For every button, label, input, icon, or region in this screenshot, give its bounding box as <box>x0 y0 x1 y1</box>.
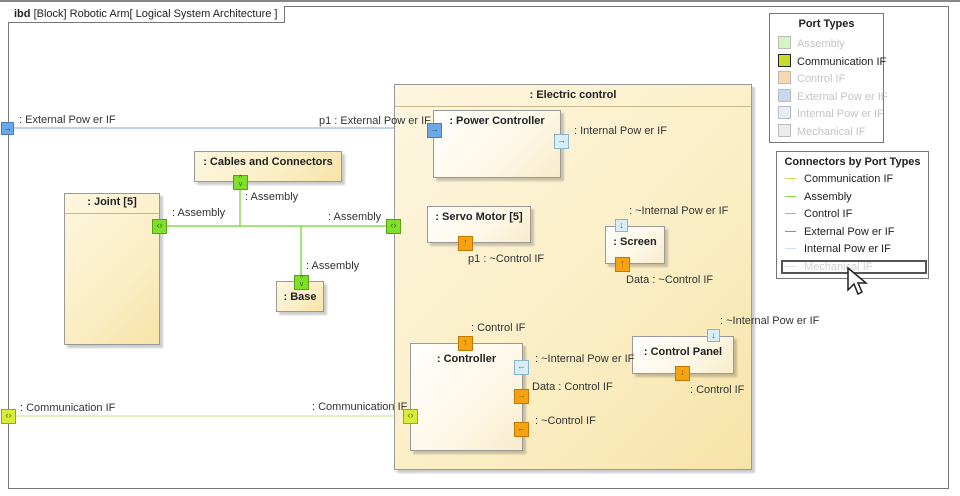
window-top-border <box>0 0 960 2</box>
legend-connector-item[interactable]: Communication IF <box>785 172 893 186</box>
label-screen-control: Data : ~Control IF <box>626 274 714 286</box>
port-control-panel[interactable]: ↓ <box>675 366 690 381</box>
legend-connector-line-icon <box>785 230 796 232</box>
block-screen-title: : Screen <box>613 236 657 248</box>
label-external-power-pc: p1 : External Pow er IF <box>319 115 431 127</box>
port-external-power-pc[interactable]: → <box>427 123 442 138</box>
block-joint[interactable]: : Joint [5] <box>64 193 160 345</box>
legend-port-type-label: External Pow er IF <box>797 90 888 103</box>
port-control-controller-tilde[interactable]: ← <box>514 422 529 437</box>
port-communication-controller[interactable]: ‹› <box>403 409 418 424</box>
legend-connector-label: Communication IF <box>804 173 894 185</box>
legend-connector-label: External Pow er IF <box>804 225 895 238</box>
block-control-panel-title: : Control Panel <box>643 346 723 358</box>
diagram-kind: ibd <box>14 8 31 20</box>
port-communication-outer[interactable]: ‹› <box>1 409 16 424</box>
legend-port-type-item[interactable]: Assembly <box>778 36 845 50</box>
block-servo-motor[interactable]: : Servo Motor [5] <box>427 206 531 243</box>
legend-connector-line-icon <box>785 265 796 267</box>
port-assembly-cables[interactable]: ^v <box>233 175 248 190</box>
block-base[interactable]: : Base <box>276 281 324 312</box>
label-assembly-cables: : Assembly <box>245 191 299 203</box>
diagram-title: [Block] Robotic Arm[ Logical System Arch… <box>33 8 278 20</box>
block-cables-connectors-title: : Cables and Connectors <box>203 156 333 168</box>
legend-connector-label: Assembly <box>804 190 852 203</box>
port-internal-power-controller[interactable]: ← <box>514 360 529 375</box>
port-control-servo[interactable]: ↑ <box>458 236 473 251</box>
block-controller-title: : Controller <box>436 353 497 365</box>
legend-connectors: Connectors by Port Types Communication I… <box>776 151 929 279</box>
block-electric-control[interactable]: : Electric control <box>394 84 752 470</box>
block-base-title: : Base <box>283 291 317 303</box>
port-internal-power-screen[interactable]: ↓ <box>615 219 628 232</box>
label-communication-outer: : Communication IF <box>20 402 116 414</box>
block-joint-title: : Joint [5] <box>65 194 159 214</box>
label-internal-power-panel: : ~Internal Pow er IF <box>720 315 820 327</box>
legend-connector-item[interactable]: External Pow er IF <box>785 225 894 239</box>
legend-connector-label: Mechanical IF <box>804 260 873 273</box>
block-servo-motor-title: : Servo Motor [5] <box>435 211 523 223</box>
legend-connector-label: Control IF <box>804 208 853 220</box>
label-controller-control-top: : Control IF <box>471 322 526 334</box>
legend-swatch <box>778 53 791 67</box>
legend-connectors-title: Connectors by Port Types <box>784 156 921 168</box>
legend-connector-line-icon <box>785 178 796 179</box>
legend-port-type-item[interactable]: Control IF <box>778 71 845 85</box>
legend-swatch <box>778 106 791 119</box>
label-communication-inner: : Communication IF <box>312 401 408 413</box>
port-control-controller-data[interactable]: → <box>514 389 529 404</box>
legend-connector-item[interactable]: Assembly <box>785 190 852 204</box>
port-assembly-base[interactable]: ^v <box>294 275 309 290</box>
legend-port-type-item[interactable]: Internal Pow er IF <box>778 106 884 120</box>
label-internal-power-pc: : Internal Pow er IF <box>574 125 667 137</box>
port-internal-power-panel[interactable]: ↓ <box>707 329 720 342</box>
legend-swatch <box>778 88 791 102</box>
diagram-frame <box>8 6 949 489</box>
label-internal-power-screen: : ~Internal Pow er IF <box>629 205 729 217</box>
legend-swatch <box>778 71 791 84</box>
label-internal-power-controller: : ~Internal Pow er IF <box>535 353 635 365</box>
legend-port-type-item[interactable]: External Pow er IF <box>778 88 888 103</box>
legend-connector-item[interactable]: Internal Pow er IF <box>785 242 891 256</box>
label-external-power-outer: : External Pow er IF <box>19 114 116 126</box>
block-power-controller[interactable]: : Power Controller <box>433 110 561 178</box>
block-screen[interactable]: : Screen <box>605 226 665 264</box>
legend-port-type-label: Assembly <box>797 38 845 50</box>
legend-port-type-item[interactable]: Mechanical IF <box>778 123 866 138</box>
port-internal-power-pc[interactable]: → <box>554 134 569 149</box>
port-assembly-electric[interactable]: ‹› <box>386 219 401 234</box>
legend-connector-item[interactable]: Control IF <box>785 207 852 221</box>
port-external-power-outer[interactable]: → <box>1 122 14 135</box>
legend-connector-line-icon <box>785 195 796 197</box>
label-controller-data: Data : Control IF <box>532 381 613 393</box>
legend-port-types-title: Port Types <box>798 18 855 30</box>
legend-connector-line-icon <box>785 213 796 214</box>
legend-connector-label: Internal Pow er IF <box>804 243 891 255</box>
label-assembly-joint: : Assembly <box>172 207 226 219</box>
block-controller[interactable]: : Controller <box>410 343 523 451</box>
block-electric-control-title: : Electric control <box>395 85 751 107</box>
legend-port-type-label: Internal Pow er IF <box>797 108 884 120</box>
label-controller-tilde-control: : ~Control IF <box>535 415 596 427</box>
legend-port-type-item[interactable]: Communication IF <box>778 53 887 68</box>
label-panel-control: : Control IF <box>690 384 745 396</box>
legend-port-type-label: Mechanical IF <box>797 125 866 138</box>
port-assembly-joint[interactable]: ‹› <box>152 219 167 234</box>
legend-port-type-label: Control IF <box>797 73 846 85</box>
port-control-controller-top[interactable]: ↑ <box>458 336 473 351</box>
mouse-cursor-icon <box>847 266 869 296</box>
label-assembly-base: : Assembly <box>306 260 360 272</box>
block-cables-connectors[interactable]: : Cables and Connectors <box>194 151 342 182</box>
diagram-header: ibd [Block] Robotic Arm[ Logical System … <box>8 6 285 23</box>
block-power-controller-title: : Power Controller <box>449 115 545 127</box>
legend-connector-line-icon <box>785 248 796 249</box>
port-control-screen[interactable]: ↑ <box>615 257 630 272</box>
legend-swatch <box>778 123 791 137</box>
label-servo-control: p1 : ~Control IF <box>468 253 545 265</box>
label-assembly-electric: : Assembly <box>328 211 382 223</box>
block-control-panel[interactable]: : Control Panel <box>632 336 734 374</box>
legend-swatch <box>778 36 791 49</box>
legend-port-type-label: Communication IF <box>797 55 887 68</box>
